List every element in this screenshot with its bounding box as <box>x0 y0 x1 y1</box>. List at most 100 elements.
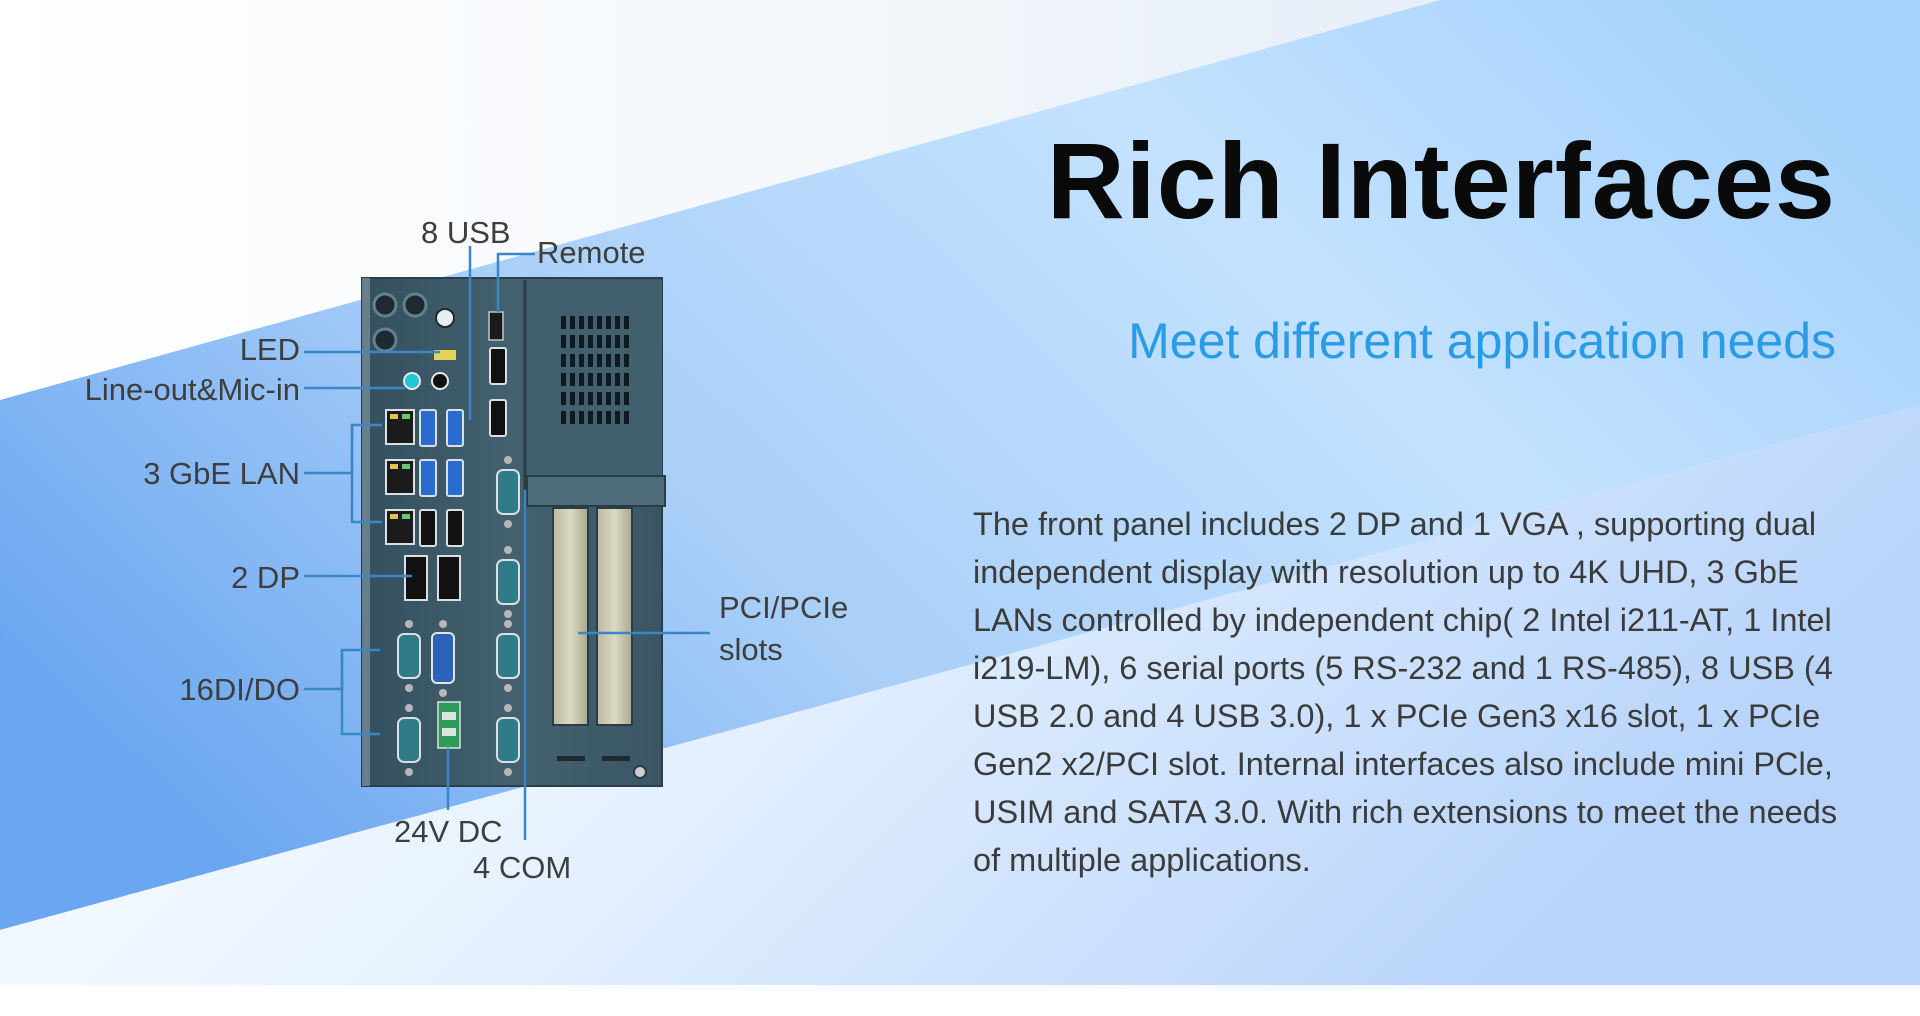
usb-port <box>419 409 437 447</box>
page-title: Rich Interfaces <box>1046 120 1836 241</box>
vent-slot <box>606 354 611 367</box>
vent-slot <box>615 411 620 424</box>
vent-slot <box>570 335 575 348</box>
usb-port <box>446 409 464 447</box>
vent-slot <box>597 335 602 348</box>
lan-ports <box>385 409 415 545</box>
vent-slot <box>597 373 602 386</box>
label-remote: Remote <box>537 235 646 270</box>
vent-slot <box>615 335 620 348</box>
vent-slot <box>579 392 584 405</box>
usb-port <box>419 459 437 497</box>
com-screw <box>504 768 512 776</box>
vent-slot <box>579 373 584 386</box>
label-pci-pcie: PCI/PCIe <box>719 590 849 625</box>
pci-slots <box>552 507 647 779</box>
lan-led <box>390 514 398 519</box>
label-led: LED <box>239 332 300 367</box>
vent-slot <box>588 354 593 367</box>
label-line-out-mic-in: Line-out&Mic-in <box>84 372 300 407</box>
vent-slot <box>570 354 575 367</box>
vent-slot <box>606 411 611 424</box>
com-screw <box>504 610 512 618</box>
dp-port <box>437 555 461 601</box>
vent-slot <box>606 316 611 329</box>
lan-led <box>390 464 398 469</box>
vent-slot <box>561 354 566 367</box>
dc-terminal <box>437 701 461 749</box>
lan-led <box>402 414 410 419</box>
label-16di-do: 16DI/DO <box>179 672 300 707</box>
vent-slot <box>606 335 611 348</box>
vent-slot <box>624 373 629 386</box>
dp-port <box>404 555 428 601</box>
usb-ports <box>419 347 507 547</box>
vent-slot <box>588 373 593 386</box>
com-screw <box>504 546 512 554</box>
vent-slot <box>588 316 593 329</box>
com-port <box>496 559 520 605</box>
vent-slot <box>624 392 629 405</box>
label-3-gbe-lan: 3 GbE LAN <box>143 456 300 491</box>
com-port <box>496 717 520 763</box>
vent-slot <box>570 316 575 329</box>
vent-slot <box>597 411 602 424</box>
vent-slot <box>579 354 584 367</box>
vent-slot <box>579 335 584 348</box>
com-port <box>496 633 520 679</box>
vent-slot <box>561 392 566 405</box>
audio-jacks <box>403 372 449 390</box>
com-ports <box>397 456 520 776</box>
usb-port <box>446 509 464 547</box>
dp-ports <box>404 555 461 601</box>
vent-slot <box>588 335 593 348</box>
usb-port <box>489 347 507 385</box>
callout-lines <box>304 246 710 840</box>
vent-slot <box>606 373 611 386</box>
control-buttons <box>372 292 456 360</box>
label-8-usb: 8 USB <box>421 215 511 250</box>
vent-slot <box>570 392 575 405</box>
label-4-com: 4 COM <box>473 850 572 885</box>
vent-slot <box>606 392 611 405</box>
vent-slot <box>624 316 629 329</box>
page-subtitle: Meet different application needs <box>1128 313 1836 369</box>
description-paragraph: The front panel includes 2 DP and 1 VGA … <box>973 506 1838 878</box>
com-screw <box>405 620 413 628</box>
vent-slot <box>624 335 629 348</box>
vga-port <box>431 620 455 697</box>
com-port <box>496 469 520 515</box>
vent-slot <box>615 373 620 386</box>
lan-led <box>390 414 398 419</box>
vent-slot <box>588 392 593 405</box>
com-screw <box>504 456 512 464</box>
label-slots: slots <box>719 632 783 667</box>
vent-slot <box>615 316 620 329</box>
com-screw <box>504 704 512 712</box>
vent-slot <box>579 411 584 424</box>
usb-port <box>446 459 464 497</box>
vent-grille <box>561 316 629 424</box>
vent-slot <box>624 411 629 424</box>
vent-slot <box>561 316 566 329</box>
lan-led <box>402 464 410 469</box>
vent-slot <box>615 354 620 367</box>
vent-slot <box>588 411 593 424</box>
vent-slot <box>561 373 566 386</box>
label-24v-dc: 24V DC <box>394 814 503 849</box>
lan-led <box>402 514 410 519</box>
vent-slot <box>597 316 602 329</box>
usb-port <box>489 399 507 437</box>
vent-slot <box>579 316 584 329</box>
label-2-dp: 2 DP <box>231 560 300 595</box>
vent-slot <box>597 392 602 405</box>
vent-slot <box>570 411 575 424</box>
com-port <box>397 717 421 763</box>
vent-slot <box>561 411 566 424</box>
com-screw <box>405 684 413 692</box>
vent-slot <box>615 392 620 405</box>
remote-connector <box>488 311 504 341</box>
com-port <box>397 633 421 679</box>
vent-slot <box>624 354 629 367</box>
